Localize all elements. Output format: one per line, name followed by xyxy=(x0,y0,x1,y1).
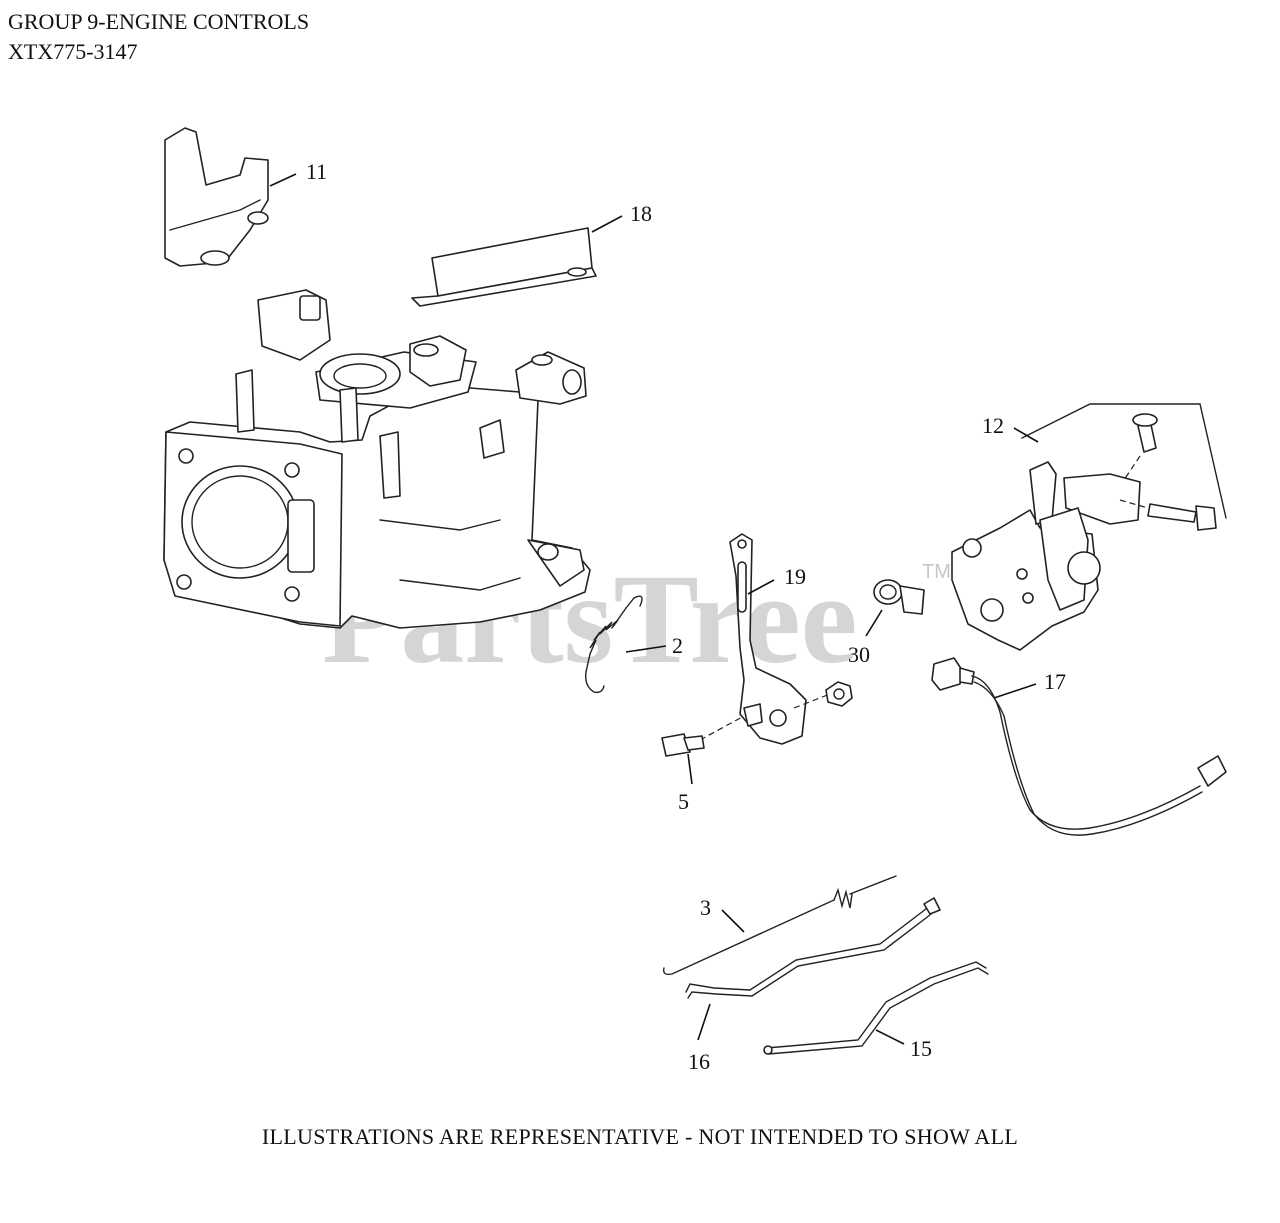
watermark-trademark: TM xyxy=(922,561,951,583)
part-17-wire-harness[interactable] xyxy=(931,657,1227,836)
engine-block[interactable] xyxy=(163,289,591,629)
callout-15: 15 xyxy=(910,1036,932,1061)
leader-lines xyxy=(269,173,1039,1045)
model-number: XTX775-3147 xyxy=(8,39,138,64)
callout-16: 16 xyxy=(688,1049,710,1074)
callout-12: 12 xyxy=(982,413,1004,438)
part-15-rod[interactable] xyxy=(763,961,989,1055)
part-5-clamp[interactable] xyxy=(661,733,705,757)
callout-18: 18 xyxy=(630,201,652,226)
callout-17: 17 xyxy=(1044,669,1066,694)
callout-3: 3 xyxy=(700,895,711,920)
callout-30: 30 xyxy=(848,642,870,667)
part-2-spring[interactable] xyxy=(584,595,643,694)
callout-19: 19 xyxy=(784,564,806,589)
part-18-strip[interactable] xyxy=(411,227,597,307)
callout-11: 11 xyxy=(306,159,327,184)
part-11-bracket[interactable] xyxy=(164,127,269,267)
part-19-governor-lever[interactable] xyxy=(699,533,831,745)
diagram-title: GROUP 9-ENGINE CONTROLS xyxy=(8,9,310,34)
part-12-governor-assembly[interactable] xyxy=(951,403,1227,651)
illustration-disclaimer: ILLUSTRATIONS ARE REPRESENTATIVE - NOT I… xyxy=(261,1124,1019,1149)
callout-2: 2 xyxy=(672,633,683,658)
part-16-rod[interactable] xyxy=(685,897,941,999)
part-30-clip[interactable] xyxy=(873,579,925,615)
hex-nut[interactable] xyxy=(825,681,853,707)
part-3-spring-rod[interactable] xyxy=(662,875,897,976)
callout-5: 5 xyxy=(678,789,689,814)
